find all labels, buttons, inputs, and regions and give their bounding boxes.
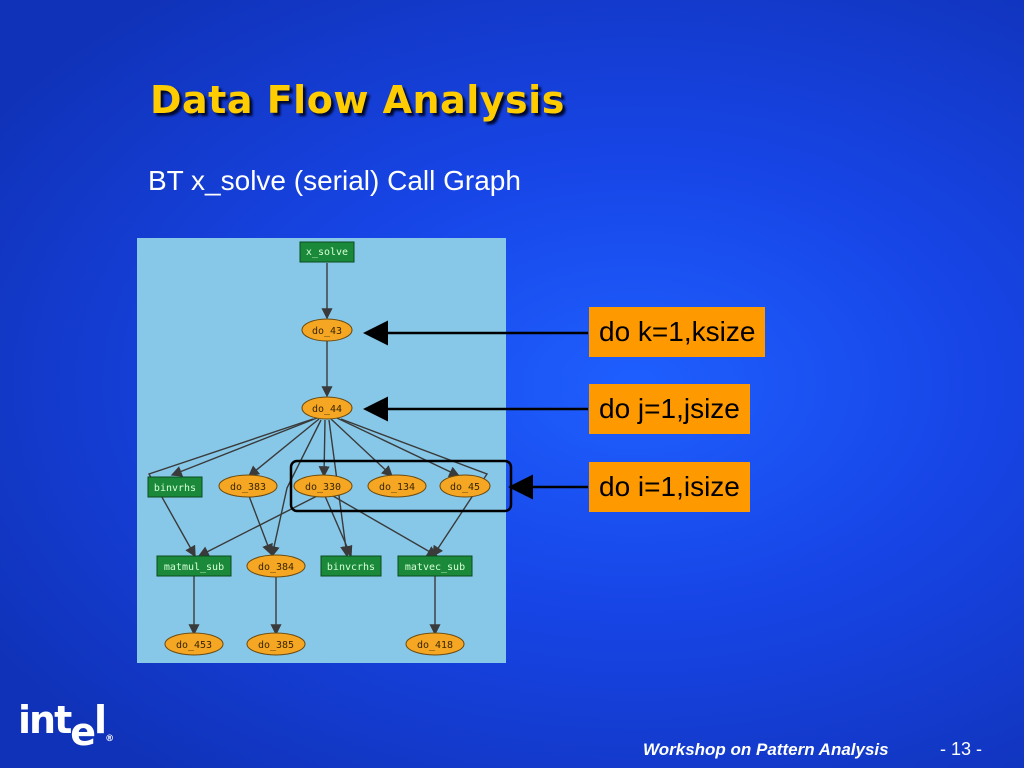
node-matmul_sub-label: matmul_sub [164,562,224,573]
edge-do383-do384 [248,495,273,556]
node-x_solve-label: x_solve [306,247,348,258]
call-graph-svg: x_solve binvrhs matmul_sub binvcrhs matv… [147,241,491,656]
callout-isize: do i=1,isize [589,462,750,512]
node-do_45: do_45 [439,474,491,498]
node-binvrhs-label: binvrhs [154,483,196,494]
node-do_44-label: do_44 [312,404,342,415]
node-do_384: do_384 [246,554,306,578]
intel-logo-reg: ® [105,734,115,744]
node-do_453: do_453 [164,632,224,656]
node-matmul_sub: matmul_sub [156,555,232,577]
node-x_solve: x_solve [299,241,355,263]
node-do_383-label: do_383 [230,482,266,493]
slide-title: Data Flow Analysis [150,78,565,122]
node-matvec_sub-label: matvec_sub [405,562,465,573]
node-do_330: do_330 [293,474,353,498]
edge-do44-do45 [336,417,461,477]
node-do_453-label: do_453 [176,640,212,651]
footer-text: Workshop on Pattern Analysis [643,740,889,759]
node-do_330-label: do_330 [305,482,341,493]
node-do_385: do_385 [246,632,306,656]
edge-do44-do134 [330,418,394,477]
slide-subtitle: BT x_solve (serial) Call Graph [148,165,521,196]
inner-loop-highlight-box [289,459,513,513]
node-binvrhs: binvrhs [147,476,203,498]
edge-do44-do330 [318,419,330,478]
node-do_43: do_43 [301,318,353,342]
intel-logo: intel® [18,698,115,754]
intel-logo-part-e: e [70,710,96,754]
node-do_383: do_383 [218,474,278,498]
node-binvcrhs: binvcrhs [320,555,382,577]
edge-do330-matvec [332,495,439,557]
edge-do330-matmul [197,495,318,557]
node-do_418-label: do_418 [417,640,453,651]
node-do_44: do_44 [301,396,353,420]
callout-ksize: do k=1,ksize [589,307,766,357]
node-do_43-label: do_43 [312,326,342,337]
node-matvec_sub: matvec_sub [397,555,473,577]
intel-logo-part-b: l [94,698,107,742]
call-graph: x_solve binvrhs matmul_sub binvcrhs matv… [137,238,506,663]
node-do_384-label: do_384 [258,562,294,573]
edge-do44-binvrhs [170,417,318,477]
node-do_385-label: do_385 [258,640,294,651]
node-do_134: do_134 [367,474,427,498]
node-do_45-label: do_45 [450,482,480,493]
intel-logo-part-a: int [18,698,72,742]
page-number: - 13 - [940,739,983,759]
node-do_134-label: do_134 [379,482,415,493]
edge-do44-matmul [147,418,314,558]
node-binvcrhs-label: binvcrhs [327,562,375,573]
edge-do44-matvec [340,418,489,558]
node-do_418: do_418 [405,632,465,656]
edge-do330-binvcrhs [324,495,353,558]
callout-jsize: do j=1,jsize [589,384,750,434]
edge-do44-do383 [247,418,320,477]
edge-do44-do384 [268,419,322,558]
